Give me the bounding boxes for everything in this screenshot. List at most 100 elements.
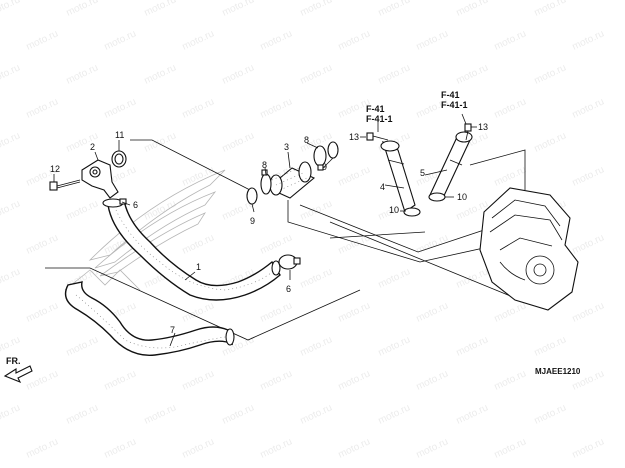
watermark-text: moto.ru bbox=[181, 232, 216, 256]
watermark-text: moto.ru bbox=[0, 0, 22, 19]
water-hose-7 bbox=[64, 281, 235, 357]
water-hose-1 bbox=[107, 199, 281, 301]
page-ref-right-line-2: F-41-1 bbox=[441, 100, 468, 110]
callout-12: 12 bbox=[50, 164, 60, 174]
diagram-code: MJAEE1210 bbox=[535, 367, 581, 376]
watermark-text: moto.ru bbox=[181, 96, 216, 120]
watermark-text: moto.ru bbox=[415, 436, 450, 460]
watermark-text: moto.ru bbox=[143, 130, 178, 154]
watermark-text: moto.ru bbox=[181, 164, 216, 188]
watermark-text: moto.ru bbox=[571, 300, 606, 324]
watermark-text: moto.ru bbox=[377, 0, 412, 19]
callout-2: 2 bbox=[90, 142, 95, 152]
callout-8: 8 bbox=[262, 160, 267, 170]
callout-10: 10 bbox=[389, 205, 399, 215]
watermark-text: moto.ru bbox=[221, 130, 256, 154]
callout-9: 9 bbox=[322, 162, 327, 172]
watermark-text: moto.ru bbox=[493, 368, 528, 392]
callout-6: 6 bbox=[133, 200, 138, 210]
page-ref-left-line-2: F-41-1 bbox=[366, 114, 393, 124]
watermark-text: moto.ru bbox=[259, 232, 294, 256]
o-ring-9-left bbox=[246, 187, 258, 205]
watermark-text: moto.ru bbox=[181, 436, 216, 460]
hose-joint-2 bbox=[81, 159, 119, 199]
watermark-text: moto.ru bbox=[571, 28, 606, 52]
watermark-text: moto.ru bbox=[259, 300, 294, 324]
callout-6: 6 bbox=[286, 284, 291, 294]
watermark-text: moto.ru bbox=[493, 96, 528, 120]
watermark-text: moto.ru bbox=[259, 28, 294, 52]
watermark-text: moto.ru bbox=[25, 96, 60, 120]
watermark-text: moto.ru bbox=[221, 0, 256, 19]
watermark-text: moto.ru bbox=[377, 266, 412, 290]
watermark-text: moto.ru bbox=[65, 0, 100, 19]
watermark-text: moto.ru bbox=[493, 436, 528, 460]
hose-clamp-6-upper bbox=[102, 198, 127, 208]
watermark-text: moto.ru bbox=[65, 334, 100, 358]
watermark-text: moto.ru bbox=[299, 62, 334, 86]
callout-13: 13 bbox=[349, 132, 359, 142]
callout-8: 8 bbox=[304, 135, 309, 145]
callout-1: 1 bbox=[196, 262, 201, 272]
watermark-text: moto.ru bbox=[25, 300, 60, 324]
watermark-text: moto.ru bbox=[0, 198, 22, 222]
watermark-text: moto.ru bbox=[181, 368, 216, 392]
page-ref-left-line-1: F-41 bbox=[366, 104, 385, 114]
watermark-text: moto.ru bbox=[25, 232, 60, 256]
watermark-text: moto.ru bbox=[221, 402, 256, 426]
engine-outline bbox=[479, 187, 579, 311]
bolt-13-right bbox=[464, 123, 472, 141]
callout-5: 5 bbox=[420, 168, 425, 178]
watermark-text: moto.ru bbox=[103, 436, 138, 460]
watermark-text: moto.ru bbox=[377, 334, 412, 358]
frame-lines bbox=[45, 139, 526, 341]
callout-10: 10 bbox=[457, 192, 467, 202]
watermark-text: moto.ru bbox=[143, 0, 178, 19]
callout-13: 13 bbox=[478, 122, 488, 132]
watermark-text: moto.ru bbox=[259, 96, 294, 120]
watermark-text: moto.ru bbox=[571, 164, 606, 188]
watermark-text: moto.ru bbox=[533, 130, 568, 154]
watermark-text: moto.ru bbox=[377, 402, 412, 426]
watermark-text: moto.ru bbox=[181, 28, 216, 52]
callout-4: 4 bbox=[380, 182, 385, 192]
water-pipe-4 bbox=[380, 140, 416, 213]
watermark-text: moto.ru bbox=[493, 28, 528, 52]
watermark-text: moto.ru bbox=[337, 300, 372, 324]
o-ring-9-right bbox=[327, 141, 339, 159]
watermark-text: moto.ru bbox=[299, 266, 334, 290]
watermark-text: moto.ru bbox=[221, 62, 256, 86]
watermark-text: moto.ru bbox=[143, 402, 178, 426]
watermark-text: moto.ru bbox=[337, 368, 372, 392]
bolt-12 bbox=[49, 179, 81, 191]
watermark-text: moto.ru bbox=[181, 300, 216, 324]
watermark-text: moto.ru bbox=[533, 62, 568, 86]
watermark-text: moto.ru bbox=[337, 28, 372, 52]
watermark-text: moto.ru bbox=[299, 0, 334, 19]
watermark-text: moto.ru bbox=[143, 62, 178, 86]
watermark-text: moto.ru bbox=[299, 402, 334, 426]
watermark-text: moto.ru bbox=[0, 62, 22, 86]
callout-3: 3 bbox=[284, 142, 289, 152]
watermark-text: moto.ru bbox=[65, 402, 100, 426]
watermark-text: moto.ru bbox=[259, 436, 294, 460]
watermark-text: moto.ru bbox=[25, 436, 60, 460]
direction-label: FR. bbox=[6, 356, 21, 366]
watermark-text: moto.ru bbox=[533, 334, 568, 358]
watermark-text: moto.ru bbox=[0, 402, 22, 426]
callout-leaders bbox=[53, 113, 477, 347]
o-ring-11 bbox=[111, 150, 127, 168]
watermark-text: moto.ru bbox=[337, 436, 372, 460]
watermark-text: moto.ru bbox=[65, 198, 100, 222]
watermark-text: moto.ru bbox=[455, 334, 490, 358]
page-ref-right-line-1: F-41 bbox=[441, 90, 460, 100]
water-pipe-5 bbox=[429, 131, 473, 201]
watermark-text: moto.ru bbox=[455, 0, 490, 19]
watermark-text: moto.ru bbox=[415, 300, 450, 324]
band-8-right bbox=[313, 145, 327, 171]
watermark-text: moto.ru bbox=[455, 266, 490, 290]
watermark-text: moto.ru bbox=[377, 62, 412, 86]
